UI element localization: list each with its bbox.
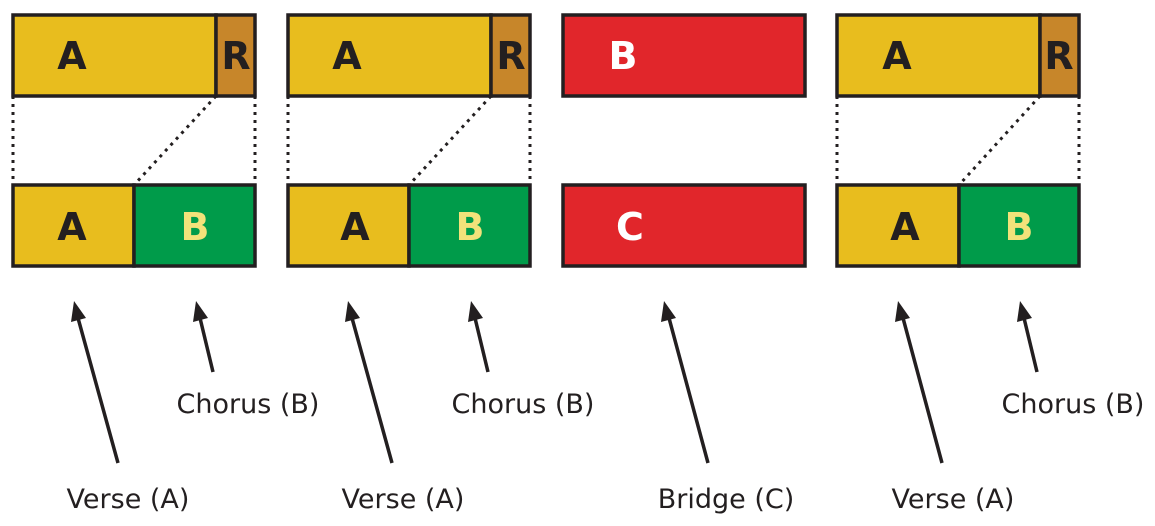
verse-arrow-head bbox=[895, 301, 910, 322]
chorus-caption: Chorus (B) bbox=[452, 389, 595, 420]
verse-caption: Verse (A) bbox=[67, 484, 190, 515]
bottom-chorus-block bbox=[407, 183, 532, 268]
bridge-arrow-head bbox=[661, 301, 676, 322]
top-refrain-block bbox=[214, 13, 257, 98]
bottom-verse-label: A bbox=[57, 205, 87, 249]
split-connector bbox=[407, 94, 493, 187]
top-verse-block bbox=[835, 13, 1042, 98]
section-group-1: A R A B Verse (A) Chorus (B) bbox=[11, 13, 320, 515]
top-refrain-block bbox=[1038, 13, 1081, 98]
chorus-arrow-head bbox=[1017, 301, 1032, 322]
chorus-caption: Chorus (B) bbox=[177, 389, 320, 420]
bottom-bridge-block bbox=[561, 183, 807, 268]
top-verse-label: A bbox=[882, 34, 912, 78]
top-refrain-label: R bbox=[1044, 34, 1073, 78]
chorus-caption: Chorus (B) bbox=[1002, 389, 1145, 420]
chorus-arrow bbox=[473, 317, 490, 373]
top-verse-block bbox=[11, 13, 218, 98]
top-refrain-block bbox=[489, 13, 532, 98]
top-refrain-label: R bbox=[496, 34, 525, 78]
bottom-chorus-label: B bbox=[181, 205, 210, 249]
top-verse-label: A bbox=[332, 34, 362, 78]
chorus-arrow-head bbox=[193, 301, 208, 322]
top-verse-block bbox=[286, 13, 493, 98]
split-connector bbox=[132, 94, 218, 187]
top-bridge-block bbox=[561, 13, 807, 98]
verse-caption: Verse (A) bbox=[342, 484, 465, 515]
verse-arrow-head bbox=[71, 301, 86, 322]
bottom-chorus-block bbox=[957, 183, 1081, 268]
bottom-verse-label: A bbox=[340, 205, 370, 249]
verse-arrow bbox=[350, 317, 394, 464]
bottom-verse-label: A bbox=[890, 205, 920, 249]
bottom-chorus-label: B bbox=[1005, 205, 1034, 249]
bottom-chorus-block bbox=[132, 183, 257, 268]
chorus-arrow bbox=[1022, 317, 1039, 373]
bridge-arrow bbox=[667, 317, 710, 464]
bridge-caption: Bridge (C) bbox=[658, 484, 795, 515]
chorus-arrow-head bbox=[468, 301, 483, 322]
section-group-2: A R A B Verse (A) Chorus (B) bbox=[286, 13, 595, 515]
chorus-arrow bbox=[198, 317, 215, 373]
verse-caption: Verse (A) bbox=[892, 484, 1015, 515]
top-refrain-label: R bbox=[221, 34, 250, 78]
split-connector bbox=[957, 94, 1042, 187]
section-group-4: A R A B Verse (A) Chorus (B) bbox=[835, 13, 1145, 515]
top-bridge-label: B bbox=[609, 34, 638, 78]
bottom-verse-block bbox=[286, 183, 411, 268]
section-group-3: B C Bridge (C) bbox=[561, 13, 807, 515]
verse-arrow bbox=[901, 317, 944, 464]
verse-arrow-head bbox=[345, 301, 360, 322]
bottom-chorus-label: B bbox=[456, 205, 485, 249]
bottom-verse-block bbox=[835, 183, 961, 268]
top-verse-label: A bbox=[57, 34, 87, 78]
verse-arrow bbox=[76, 317, 120, 464]
bottom-bridge-label: C bbox=[616, 205, 644, 249]
